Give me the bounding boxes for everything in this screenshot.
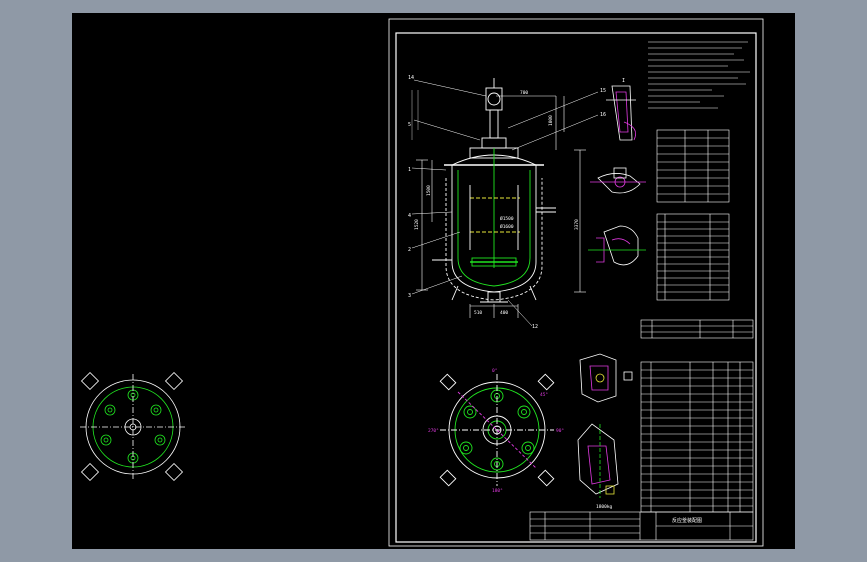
leader-label: 16 (600, 112, 606, 118)
vessel-elevation (411, 78, 599, 327)
nozzle-table (656, 213, 730, 301)
leader-label: 2 (408, 247, 411, 253)
dim-h4: 3370 (574, 219, 580, 230)
leader-label: 1 (408, 167, 411, 173)
weight-note: 1800kg (596, 504, 613, 510)
angle-label: 45° (540, 392, 548, 398)
parts-list-table (640, 361, 754, 513)
leader-label: 14 (408, 75, 414, 81)
sheet-frame (388, 18, 764, 547)
detail-views: I (577, 78, 646, 498)
leader-label: 5 (408, 122, 411, 128)
left-plan-view (80, 371, 186, 482)
dim-dn2: Ø1600 (500, 223, 514, 230)
design-data-table (656, 129, 730, 203)
revision-table (640, 319, 754, 339)
leader-label: 15 (600, 88, 606, 94)
drawing-canvas[interactable] (72, 13, 795, 549)
leader-label: 3 (408, 293, 411, 299)
angle-label: 180° (492, 488, 503, 494)
dim-h3: 1000 (548, 115, 554, 126)
dim-h1: 1520 (414, 219, 420, 230)
angle-label: 90° (556, 428, 564, 434)
leader-label: 4 (408, 213, 411, 219)
dim-b1: 510 (474, 310, 482, 316)
angle-label: 270° (428, 428, 439, 434)
plan-angle-labels: 0° 45° 90° 180° 270° (428, 368, 564, 494)
angle-label: 0° (492, 368, 498, 374)
technical-notes (648, 32, 750, 109)
dim-dn: Ø1500 (500, 215, 514, 222)
leader-labels: 14 15 16 1 2 3 4 5 12 (408, 75, 606, 330)
lower-plan-view (439, 373, 555, 487)
title-block (529, 511, 754, 541)
detail-label: I (622, 78, 625, 84)
dim-b2: 400 (500, 310, 508, 316)
dim-h2: 1500 (426, 185, 432, 196)
dimension-values: 700 1520 1500 Ø1500 Ø1600 1000 510 400 3… (414, 90, 580, 316)
drawing-title: 反应釜装配图 (672, 517, 702, 524)
dim-width-top: 700 (520, 90, 528, 96)
leader-label: 12 (532, 324, 538, 330)
